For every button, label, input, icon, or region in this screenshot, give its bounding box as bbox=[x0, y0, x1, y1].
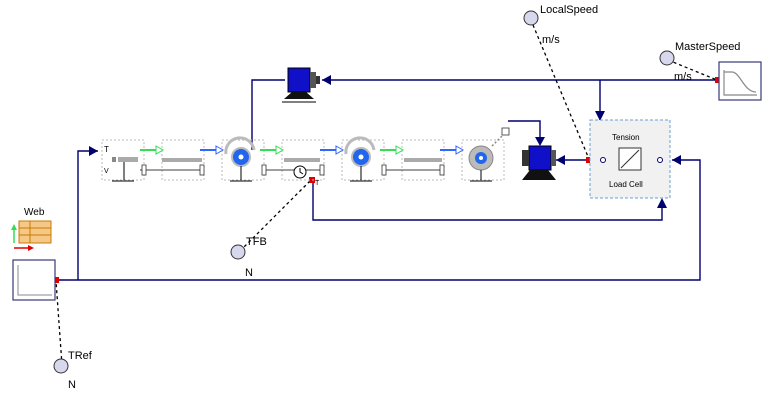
scope-frame bbox=[12, 259, 56, 301]
signal-dot-master bbox=[715, 77, 721, 83]
unit-tref: N bbox=[68, 379, 76, 391]
load-cell-block[interactable]: Tension Load Cell bbox=[589, 119, 671, 199]
dash-masterspeed bbox=[667, 59, 718, 81]
span-3 bbox=[380, 145, 465, 176]
span-2 bbox=[260, 145, 345, 176]
sensor-circle-icon bbox=[659, 50, 675, 66]
wire-top-motor-to-roller[interactable] bbox=[251, 79, 285, 150]
wire-t-input[interactable] bbox=[77, 150, 98, 280]
roller-2[interactable] bbox=[344, 136, 376, 182]
arrow-top-motor-in bbox=[322, 75, 331, 85]
unit-localspeed: m/s bbox=[542, 34, 560, 46]
sensor-tref[interactable]: TRef N bbox=[53, 350, 93, 391]
roller-icon bbox=[468, 127, 510, 182]
scope-block[interactable] bbox=[12, 259, 56, 301]
connections bbox=[56, 79, 718, 281]
wire-bottom-feedback[interactable] bbox=[56, 159, 701, 281]
label-masterspeed: MasterSpeed bbox=[675, 41, 740, 53]
rewinder[interactable] bbox=[468, 127, 510, 182]
dashed-links bbox=[55, 24, 718, 366]
dash-tref bbox=[55, 280, 63, 366]
sensor-masterspeed[interactable]: MasterSpeed m/s bbox=[659, 41, 740, 83]
port-v-label: V bbox=[104, 168, 109, 175]
top-motor[interactable] bbox=[282, 67, 320, 103]
signal-dot-tref bbox=[53, 277, 59, 283]
load-cell-port-left bbox=[600, 157, 606, 163]
span-1 bbox=[140, 145, 225, 176]
arrow-t-in bbox=[89, 146, 98, 156]
roller-icon bbox=[344, 136, 376, 182]
dancer-port-t: T bbox=[315, 180, 320, 187]
label-tref: TRef bbox=[68, 350, 93, 362]
dash-tfb bbox=[239, 179, 312, 252]
arrow-hook-down bbox=[535, 137, 545, 146]
load-cell-icon bbox=[618, 147, 642, 171]
right-motor[interactable] bbox=[522, 145, 556, 180]
web-table-icon bbox=[11, 220, 52, 251]
motor-icon bbox=[522, 145, 556, 180]
unwinder[interactable]: T V bbox=[104, 145, 138, 182]
sensor-circle-icon bbox=[523, 10, 539, 26]
unit-masterspeed: m/s bbox=[674, 71, 692, 83]
arrow-tension-in bbox=[595, 111, 605, 121]
scope-icon bbox=[17, 265, 52, 296]
ramp-icon bbox=[723, 70, 757, 96]
dancer[interactable]: T bbox=[293, 165, 320, 187]
ramp-block[interactable] bbox=[718, 61, 762, 101]
wire-tfb-return[interactable] bbox=[312, 182, 663, 221]
dash-localspeed bbox=[532, 24, 590, 160]
sensor-circle-icon bbox=[230, 244, 246, 260]
arrowheads bbox=[89, 75, 681, 208]
web-table-block[interactable]: Web bbox=[11, 207, 52, 251]
sensor-circle-icon bbox=[53, 358, 69, 374]
sensor-tfb[interactable]: TFB N bbox=[230, 236, 267, 279]
label-localspeed: LocalSpeed bbox=[540, 4, 598, 16]
roller-icon bbox=[224, 136, 256, 182]
load-cell-label: Load Cell bbox=[609, 180, 643, 189]
wire-sensor-hook[interactable] bbox=[508, 120, 541, 144]
sensor-localspeed[interactable]: LocalSpeed m/s bbox=[523, 4, 598, 46]
web-label: Web bbox=[24, 207, 45, 218]
arrow-loadcell-in bbox=[672, 155, 681, 165]
motor-icon bbox=[282, 67, 320, 103]
arrow-feedback-up bbox=[657, 198, 667, 208]
web-line: T V bbox=[101, 127, 510, 187]
label-tfb: TFB bbox=[246, 236, 267, 248]
arrow-motor-in bbox=[556, 155, 565, 165]
ramp-frame bbox=[718, 61, 762, 101]
roller-1[interactable] bbox=[224, 136, 256, 182]
port-t-label: T bbox=[104, 145, 109, 154]
load-cell-port-right bbox=[657, 157, 663, 163]
component-frames bbox=[101, 139, 505, 181]
web-spans bbox=[140, 145, 465, 176]
load-cell-title: Tension bbox=[612, 133, 640, 142]
signal-dot-local bbox=[586, 157, 592, 163]
unit-tfb: N bbox=[245, 267, 253, 279]
